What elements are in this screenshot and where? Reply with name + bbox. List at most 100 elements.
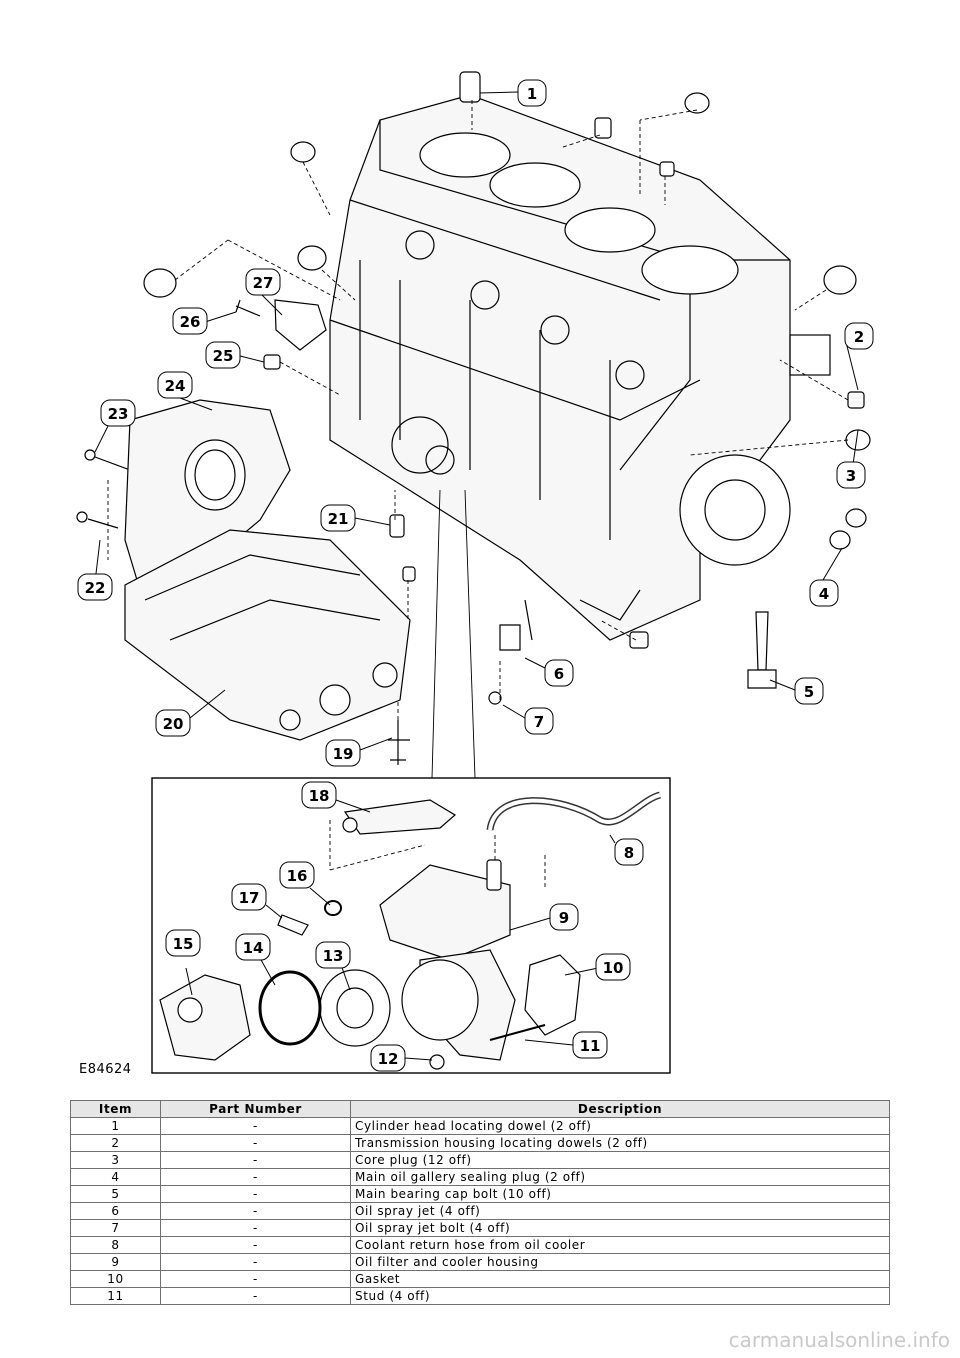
callout-20: 20: [155, 709, 191, 737]
svg-text:27: 27: [253, 274, 274, 292]
callout-6: 6: [544, 659, 574, 687]
callout-8: 8: [614, 838, 644, 866]
svg-text:19: 19: [333, 745, 354, 763]
callout-19: 19: [325, 739, 361, 767]
cell-item: 4: [70, 1168, 161, 1186]
header-part-number: Part Number: [160, 1100, 351, 1118]
balancer-assembly: [124, 529, 411, 741]
table-row: 2-Transmission housing locating dowels (…: [70, 1134, 890, 1152]
cell-item: 7: [70, 1219, 161, 1237]
svg-text:4: 4: [819, 585, 829, 603]
cell-item: 6: [70, 1202, 161, 1220]
table-row: 9-Oil filter and cooler housing: [70, 1253, 890, 1271]
table-header-row: Item Part Number Description: [70, 1100, 890, 1118]
cell-description: Oil spray jet (4 off): [350, 1202, 890, 1220]
callout-12: 12: [370, 1044, 406, 1072]
table-row: 6-Oil spray jet (4 off): [70, 1202, 890, 1220]
callout-18: 18: [301, 781, 337, 809]
cell-description: Main bearing cap bolt (10 off): [350, 1185, 890, 1203]
exploded-parts: [76, 71, 871, 765]
cell-part-number: -: [160, 1236, 351, 1254]
svg-text:6: 6: [554, 665, 564, 683]
header-item: Item: [70, 1100, 161, 1118]
table-row: 5-Main bearing cap bolt (10 off): [70, 1185, 890, 1203]
svg-text:18: 18: [309, 787, 330, 805]
cell-description: Core plug (12 off): [350, 1151, 890, 1169]
svg-text:13: 13: [323, 947, 344, 965]
callout-26: 26: [172, 307, 208, 335]
svg-text:14: 14: [243, 939, 264, 957]
callout-7: 7: [524, 707, 554, 735]
svg-text:8: 8: [624, 844, 634, 862]
svg-text:3: 3: [846, 467, 856, 485]
cell-item: 8: [70, 1236, 161, 1254]
callout-3: 3: [836, 461, 866, 489]
callout-14: 14: [235, 933, 271, 961]
cell-description: Gasket: [350, 1270, 890, 1288]
callout-25: 25: [205, 341, 241, 369]
svg-text:1: 1: [527, 85, 537, 103]
table-row: 4-Main oil gallery sealing plug (2 off): [70, 1168, 890, 1186]
svg-text:2: 2: [854, 328, 864, 346]
cell-item: 3: [70, 1151, 161, 1169]
callout-labels: 1 2 3 4 5 6 7 8 9 10 11 12 13 14 15 16 1…: [77, 79, 874, 1072]
svg-text:5: 5: [804, 683, 814, 701]
svg-text:26: 26: [180, 313, 201, 331]
callout-4: 4: [809, 579, 839, 607]
table-row: 1-Cylinder head locating dowel (2 off): [70, 1117, 890, 1135]
cell-part-number: -: [160, 1219, 351, 1237]
cell-item: 1: [70, 1117, 161, 1135]
cylinder-block: [329, 94, 831, 641]
callout-24: 24: [157, 371, 193, 399]
table-row: 3-Core plug (12 off): [70, 1151, 890, 1169]
cell-description: Oil filter and cooler housing: [350, 1253, 890, 1271]
oil-cooler-inset-parts: [159, 791, 662, 1070]
callout-17: 17: [231, 883, 267, 911]
callout-11: 11: [572, 1031, 608, 1059]
callout-13: 13: [315, 941, 351, 969]
svg-text:15: 15: [173, 935, 194, 953]
svg-text:10: 10: [603, 959, 624, 977]
callout-23: 23: [100, 399, 136, 427]
svg-text:11: 11: [580, 1037, 601, 1055]
cell-description: Coolant return hose from oil cooler: [350, 1236, 890, 1254]
cell-part-number: -: [160, 1134, 351, 1152]
header-description: Description: [350, 1100, 890, 1118]
cell-part-number: -: [160, 1117, 351, 1135]
callout-2: 2: [844, 322, 874, 350]
cell-description: Stud (4 off): [350, 1287, 890, 1305]
svg-text:16: 16: [287, 867, 308, 885]
table-row: 8-Coolant return hose from oil cooler: [70, 1236, 890, 1254]
cell-item: 11: [70, 1287, 161, 1305]
svg-text:7: 7: [534, 713, 544, 731]
callout-15: 15: [165, 929, 201, 957]
svg-text:20: 20: [163, 715, 184, 733]
callout-9: 9: [549, 903, 579, 931]
cell-description: Transmission housing locating dowels (2 …: [350, 1134, 890, 1152]
callout-5: 5: [794, 677, 824, 705]
cell-item: 10: [70, 1270, 161, 1288]
svg-text:22: 22: [85, 579, 106, 597]
cell-item: 9: [70, 1253, 161, 1271]
svg-text:24: 24: [165, 377, 186, 395]
cell-description: Oil spray jet bolt (4 off): [350, 1219, 890, 1237]
cell-part-number: -: [160, 1287, 351, 1305]
figure-code: E84624: [79, 1062, 132, 1077]
watermark-link[interactable]: carmanualsonline.info: [728, 1328, 950, 1352]
svg-text:9: 9: [559, 909, 569, 927]
cell-item: 5: [70, 1185, 161, 1203]
callout-21: 21: [320, 504, 356, 532]
svg-text:17: 17: [239, 889, 260, 907]
callout-10: 10: [595, 953, 631, 981]
table-row: 7-Oil spray jet bolt (4 off): [70, 1219, 890, 1237]
table-row: 10-Gasket: [70, 1270, 890, 1288]
cell-part-number: -: [160, 1270, 351, 1288]
callout-22: 22: [77, 573, 113, 601]
cell-item: 2: [70, 1134, 161, 1152]
cell-part-number: -: [160, 1202, 351, 1220]
cell-part-number: -: [160, 1185, 351, 1203]
cell-part-number: -: [160, 1168, 351, 1186]
callout-16: 16: [279, 861, 315, 889]
exploded-diagram: 1 2 3 4 5 6 7 8 9 10 11 12 13 14 15 16 1…: [76, 71, 874, 1074]
cell-description: Main oil gallery sealing plug (2 off): [350, 1168, 890, 1186]
